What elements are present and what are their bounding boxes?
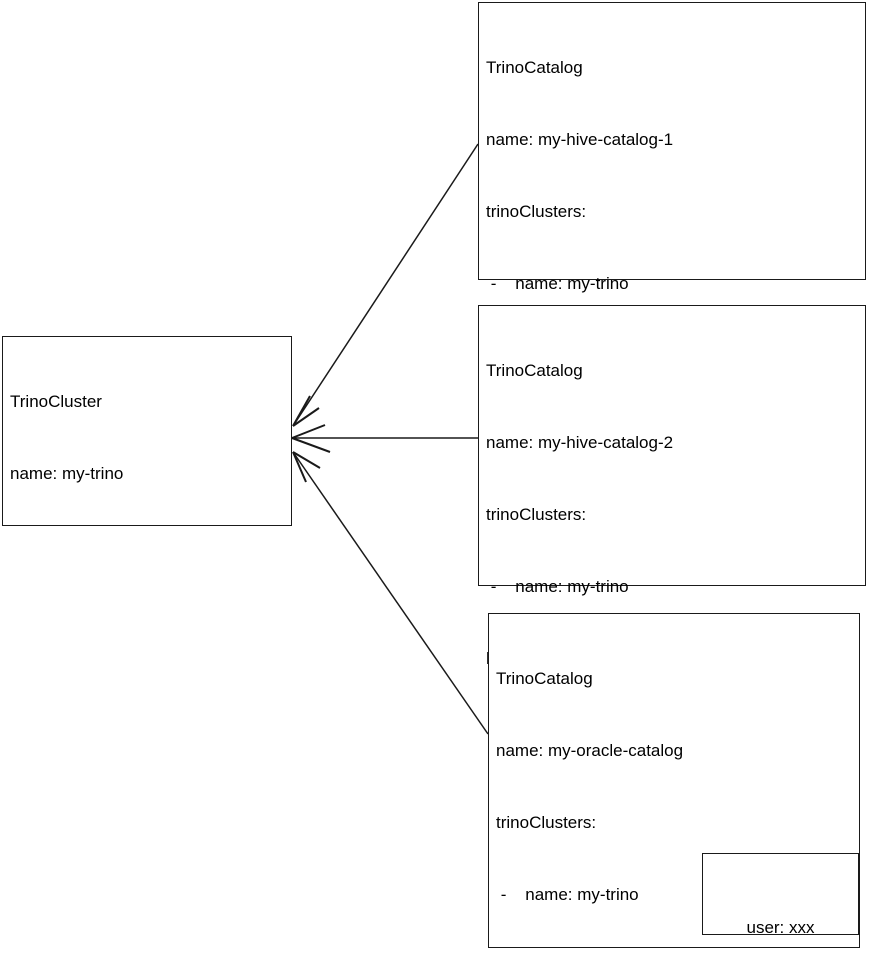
node-line: TrinoCatalog: [496, 669, 593, 688]
node-line: TrinoCatalog: [486, 58, 583, 77]
node-line: name: my-hive-catalog-2: [486, 433, 674, 452]
node-line: TrinoCatalog: [486, 361, 583, 380]
node-line: user: xxx: [746, 918, 815, 937]
node-line: trinoClusters:: [486, 202, 587, 221]
node-trino-catalog-oracle-text: TrinoCatalog name: my-oracle-catalog tri…: [496, 619, 857, 954]
edge-catalog-hive-2-to-cluster: [291, 424, 478, 453]
node-line: TrinoCluster: [10, 392, 102, 411]
node-trino-catalog-hive-1[interactable]: TrinoCatalog name: my-hive-catalog-1 tri…: [478, 2, 866, 653]
edge-catalog-oracle-to-cluster: [292, 451, 489, 735]
node-trino-cluster-text: TrinoCluster name: my-trino: [10, 342, 289, 534]
node-line: name: my-oracle-catalog: [496, 741, 684, 760]
node-trino-catalog-hive-2[interactable]: TrinoCatalog name: my-hive-catalog-2 tri…: [478, 305, 866, 884]
node-credentials-secret[interactable]: user: xxx password: xxx: [702, 853, 859, 937]
edge-catalog-hive-1-to-cluster: [292, 143, 479, 427]
node-line: name: my-hive-catalog-1: [486, 130, 674, 149]
node-line: name: my-trino: [10, 464, 124, 483]
node-trino-cluster[interactable]: TrinoCluster name: my-trino: [2, 336, 292, 526]
node-line: - name: my-trino: [486, 577, 629, 596]
node-line: - name: my-trino: [496, 885, 639, 904]
node-line: trinoClusters:: [486, 505, 587, 524]
node-line: - name: my-trino: [486, 274, 629, 293]
node-line: trinoClusters:: [496, 813, 597, 832]
node-credentials-secret-text: user: xxx password: xxx: [703, 868, 858, 954]
